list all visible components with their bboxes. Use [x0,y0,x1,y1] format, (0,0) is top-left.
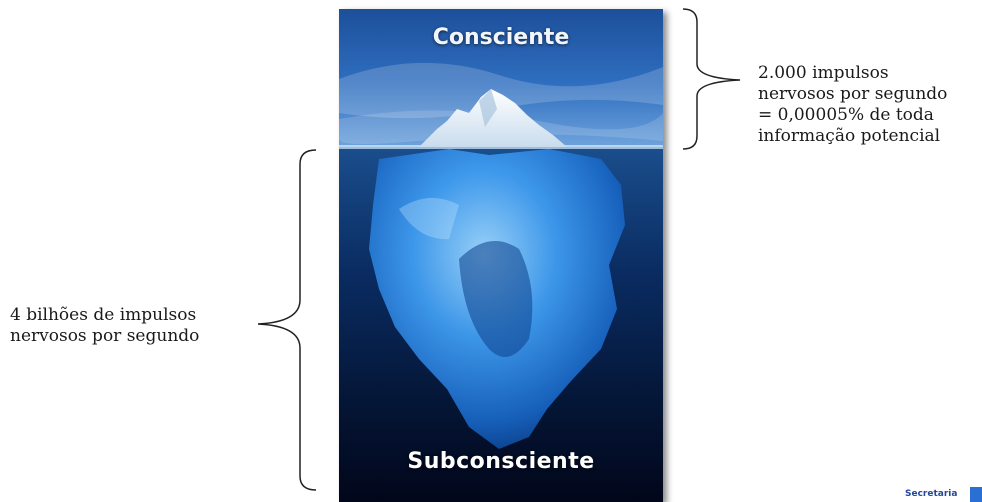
conscious-annotation: 2.000 impulsos nervosos por segundo = 0,… [758,63,982,147]
secretaria-logo-text: Secretaria [905,489,958,499]
consciente-label: Consciente [432,25,570,50]
annotation-line: = 0,00005% de toda [758,105,934,125]
annotation-line: 4 bilhões de impulsos [10,305,197,325]
annotation-line: nervosos por segundo [10,326,200,346]
iceberg-image: Consciente Subconsciente [339,9,663,502]
annotation-line: 2.000 impulsos [758,63,889,83]
right-brace [682,8,741,150]
secretaria-logo-icon [970,487,982,502]
annotation-line: nervosos por segundo [758,84,948,104]
iceberg-illustration [339,9,663,502]
annotation-line: informação potencial [758,126,941,146]
subconsciente-label: Subconsciente [407,449,595,474]
left-brace [257,149,317,491]
subconscious-annotation: 4 bilhões de impulsos nervosos por segun… [10,305,250,347]
